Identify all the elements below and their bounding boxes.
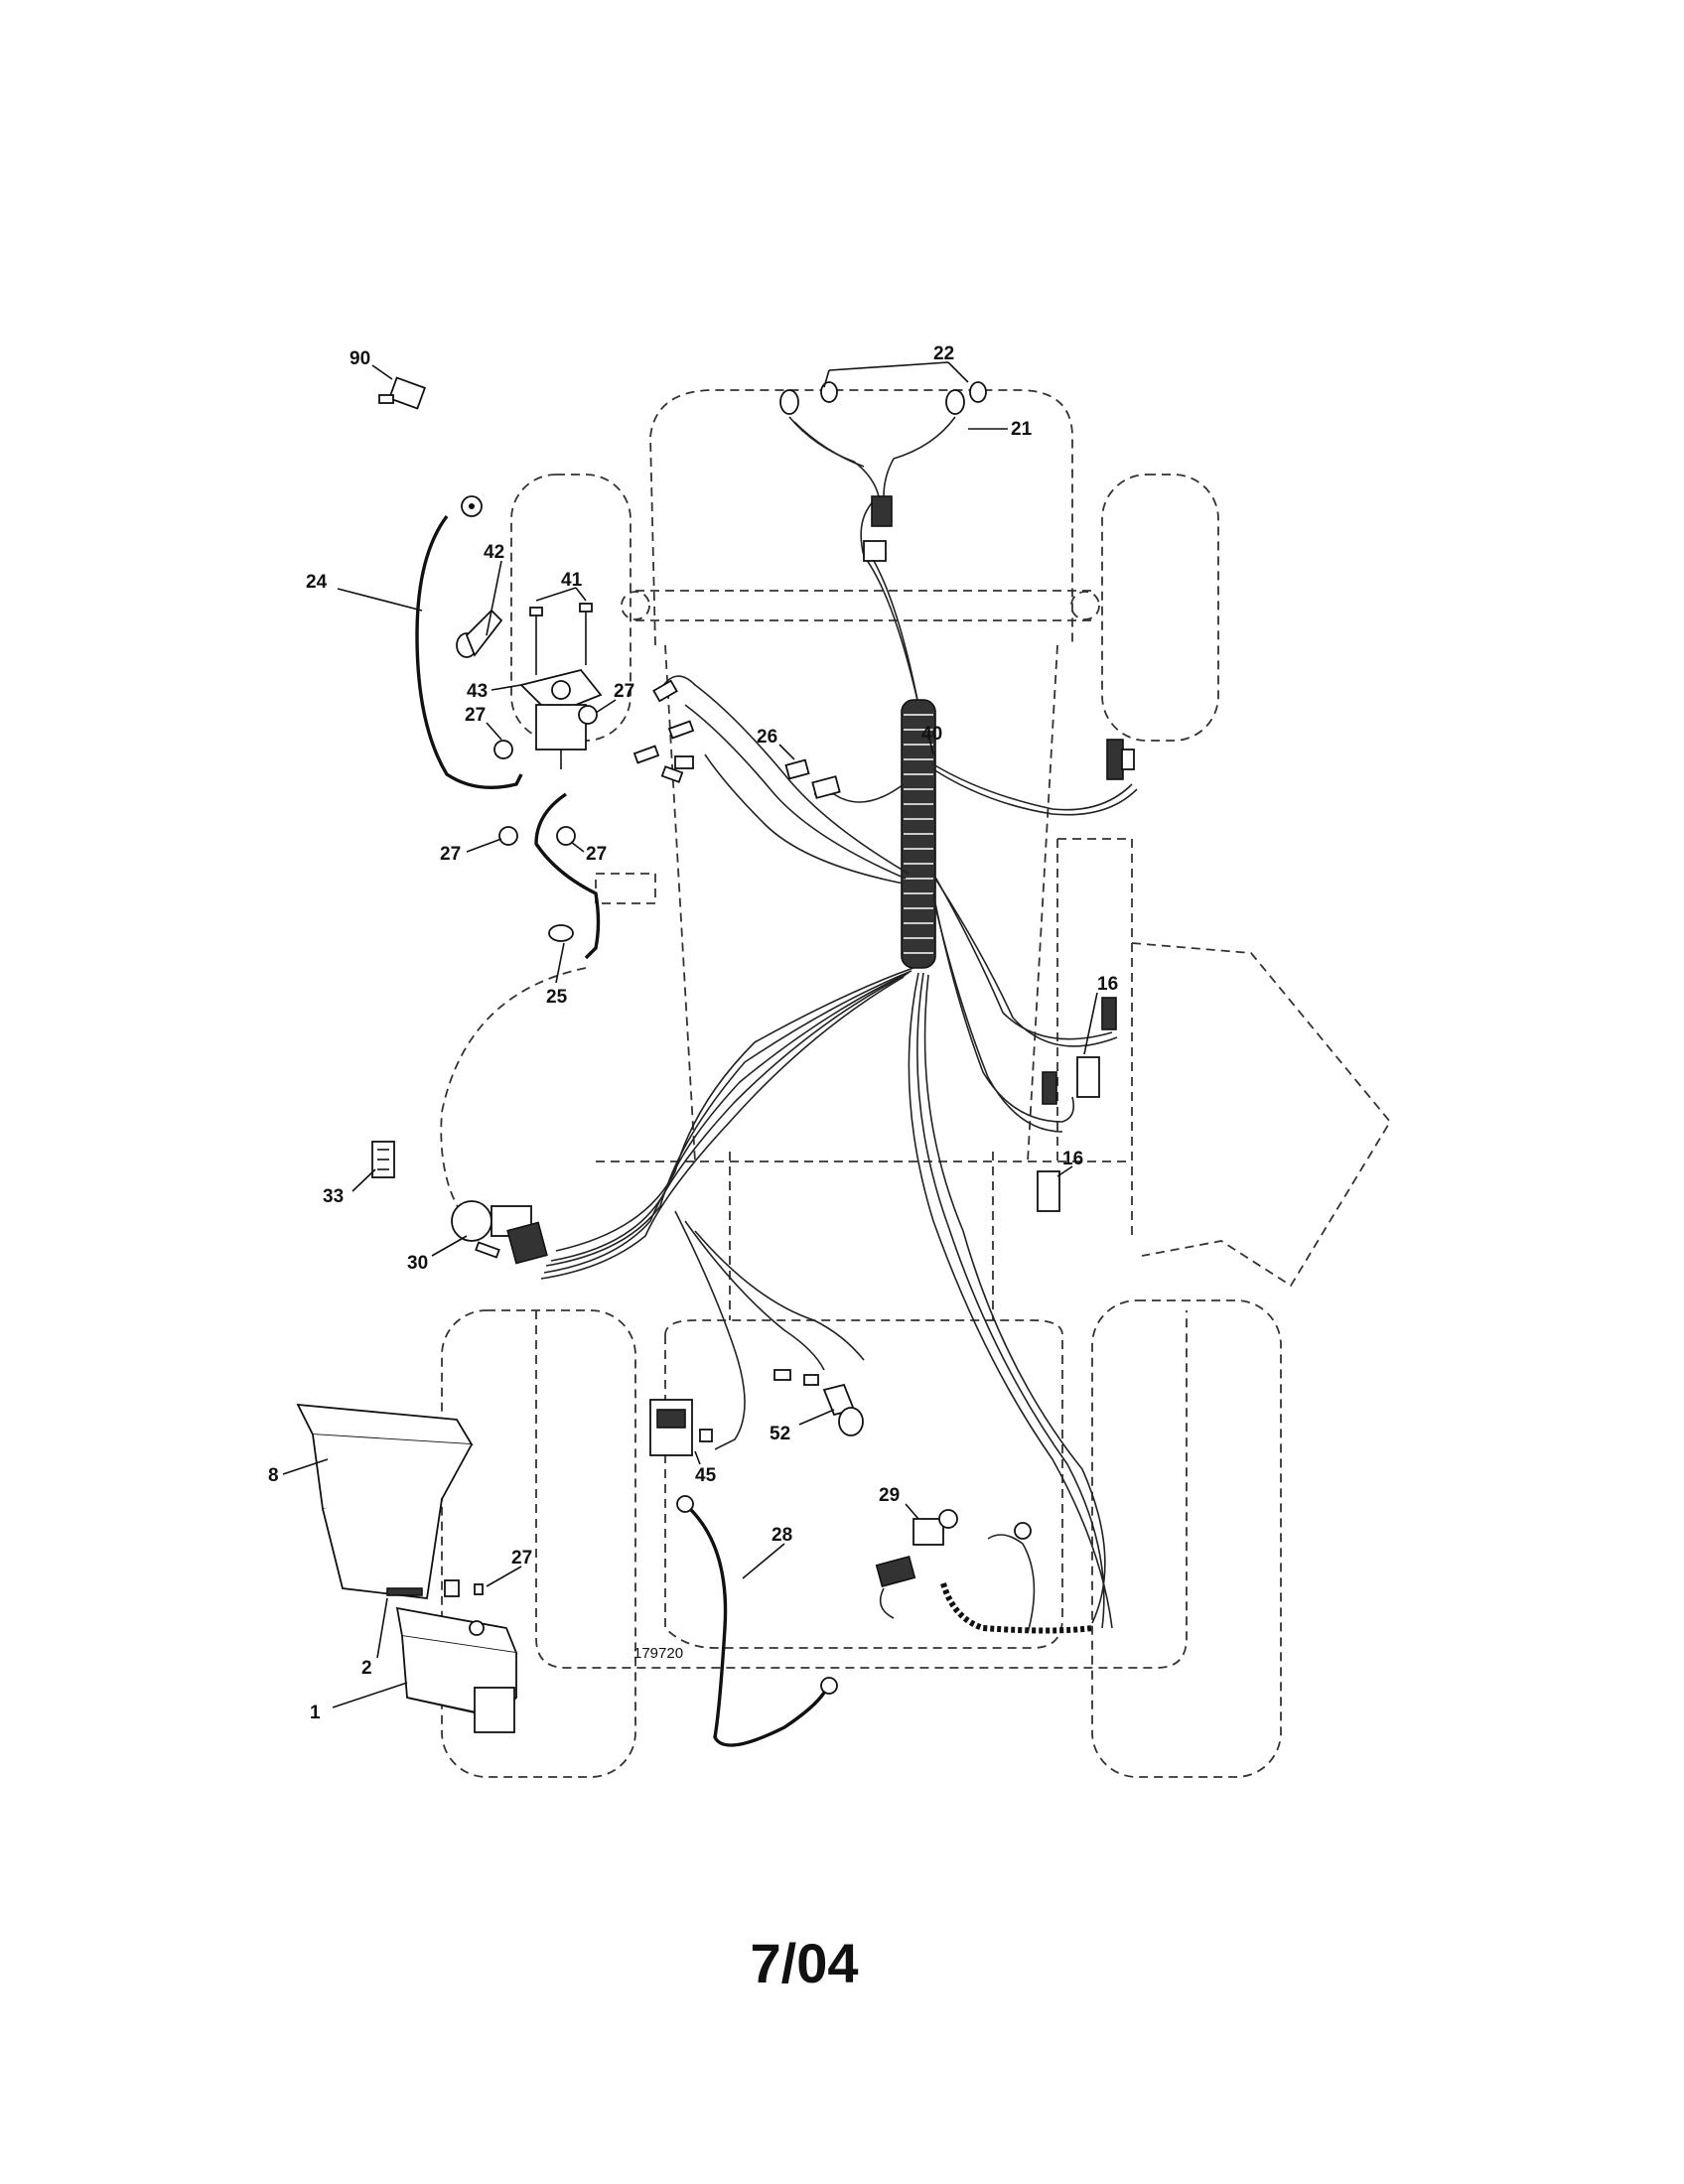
callout-30: 30 [407,1253,428,1274]
callout-27-d: 27 [586,844,607,865]
part-16-switches [1037,997,1117,1212]
callout-22: 22 [933,343,954,364]
main-harness-40 [540,495,1138,1629]
callout-29: 29 [879,1485,900,1506]
callout-41: 41 [561,570,583,591]
callout-27-a: 27 [465,705,486,726]
part-2-bolt [386,1579,484,1597]
harness-terminals [632,679,695,783]
part-26-connectors [784,758,841,799]
date-code: 7/04 [750,1932,859,1994]
callout-16-b: 16 [1062,1149,1083,1169]
part-41-screws [529,603,593,675]
drawing-number: 179720 [633,1645,683,1662]
callout-40: 40 [921,724,942,745]
callout-2: 2 [361,1658,372,1679]
callout-27-e: 27 [511,1548,532,1569]
callout-26: 26 [757,727,777,748]
callout-27-c: 27 [440,844,461,865]
harness-conduit [901,699,936,969]
part-45-hour-meter [649,1399,713,1456]
callout-21: 21 [1011,419,1033,440]
callout-24: 24 [306,572,328,593]
callout-52: 52 [770,1424,790,1444]
part-27-nuts [493,705,598,846]
part-1-battery [395,1606,518,1733]
part-25-cable [534,792,601,960]
callout-42: 42 [484,542,504,563]
callout-33: 33 [323,1186,344,1207]
leader-lines [282,361,1098,1708]
callouts: 90 22 21 24 42 41 43 27 27 27 27 26 40 2… [268,343,1118,1723]
part-22-bulbs [779,381,987,415]
part-21-light-harness [788,416,956,562]
callout-45: 45 [695,1465,717,1486]
right-connector [1106,739,1135,780]
part-43-solenoid [519,668,603,769]
callout-27-b: 27 [614,681,634,702]
callout-8: 8 [268,1465,279,1486]
callout-90: 90 [350,348,370,369]
part-24-cable [415,495,523,790]
callout-28: 28 [772,1525,792,1546]
part-29-pto-switch [875,1509,1093,1634]
part-42-boot [456,609,503,658]
part-28-cable [676,1495,838,1747]
callout-43: 43 [467,681,488,702]
part-8-battery-tray [296,1403,474,1599]
callout-1: 1 [310,1703,321,1723]
part-90-connector [378,376,427,410]
part-33-connector [371,1141,395,1178]
callout-25: 25 [546,987,568,1008]
part-52-switch [773,1369,864,1436]
part-30-ignition-switch [451,1200,548,1265]
callout-16-a: 16 [1097,974,1118,995]
